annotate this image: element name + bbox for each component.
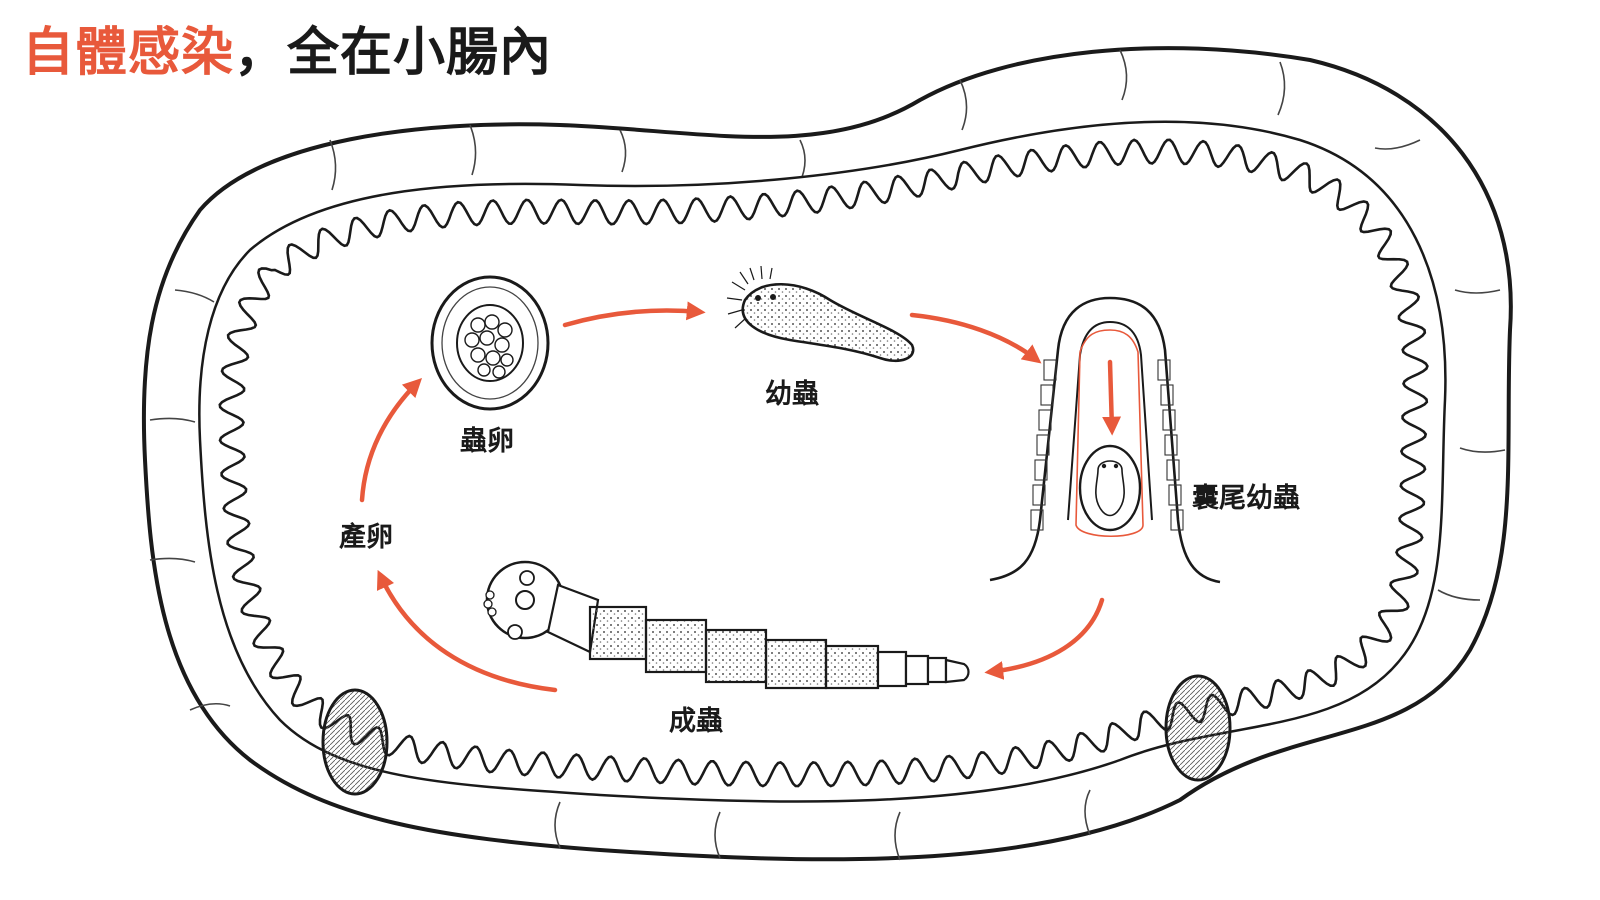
cycle-arrows [359,301,1122,693]
title-rest: ，全在小腸內 [234,23,553,83]
intestine-opening-right [1164,674,1232,782]
arrow-egg-to-larva [562,301,706,328]
intestine [141,46,1513,862]
label-egg: 蟲卵 [460,426,514,457]
intestine-lumen [198,120,1447,803]
adult-segments [588,605,970,690]
arrow-villus-to-adult [984,597,1105,680]
label-adult: 成蟲 [669,706,723,737]
egg-illustration [430,275,550,411]
label-lay-eggs: 產卵 [339,521,393,553]
intestine-opening-left [321,688,389,796]
arrow-larva-to-villus [909,312,1042,364]
label-oncosphere: 幼蟲 [765,379,819,410]
title-highlight: 自體感染 [22,23,235,83]
arrow-lay-to-egg [359,377,423,503]
oncosphere-illustration [726,265,915,363]
label-cysticercoid: 囊尾幼蟲 [1192,483,1300,514]
cysticercoid-villus-illustration [989,296,1221,584]
page-title: 自體感染，全在小腸內 [22,22,552,84]
adult-illustration [483,560,970,690]
arrow-into-villus [1102,359,1122,436]
arrow-adult-to-lay [376,569,558,693]
